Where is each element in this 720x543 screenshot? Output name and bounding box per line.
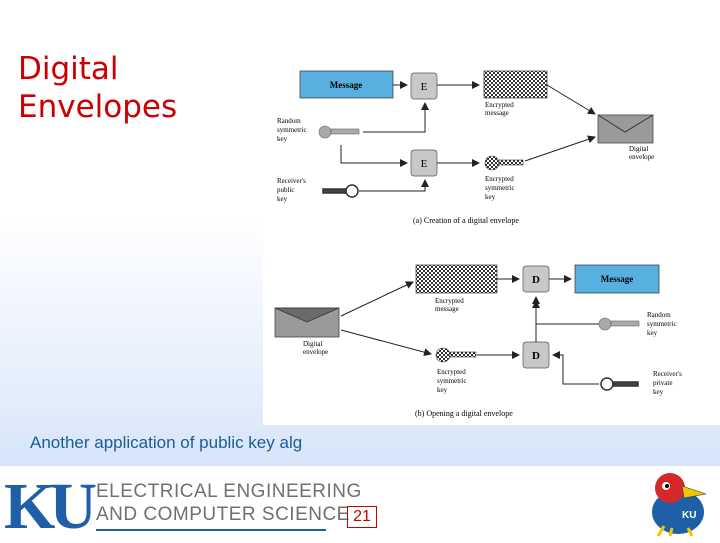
receiver-key-label-b: Receiver's private key (653, 370, 684, 396)
encrypted-key-label-b: Encrypted symmetric key (437, 368, 468, 394)
receiver-key-label-a: Receiver's public key (277, 177, 308, 203)
digital-envelope-label-a: Digital envelope (629, 145, 654, 161)
encrypt-label-1: E (421, 81, 428, 93)
random-key-label-a: Random symmetric key (277, 117, 308, 143)
footer: KU ELECTRICAL ENGINEERING AND COMPUTER S… (0, 466, 720, 540)
ku-logo: KU (4, 470, 97, 543)
key-icon-private-b (600, 377, 639, 391)
message-label-a: Message (330, 80, 363, 90)
encrypted-message-label-b: Encrypted message (435, 297, 466, 313)
caption-b: (b) Opening a digital envelope (415, 409, 513, 418)
decrypt-label-2: D (532, 350, 540, 362)
diagram-a: Message E Encrypted message Random symme… (277, 70, 654, 225)
encrypt-label-2: E (421, 158, 428, 170)
title-line-2: Envelopes (18, 89, 178, 125)
message-box-b (574, 264, 660, 294)
encrypted-message-box-a (483, 70, 548, 99)
page-number: 21 (347, 506, 377, 528)
svg-text:KU: KU (682, 510, 696, 521)
random-key-label-b: Random symmetric key (647, 311, 678, 337)
encrypted-message-box-b (415, 264, 498, 294)
key-icon-random-a (318, 125, 360, 139)
caption-a: (a) Creation of a digital envelope (413, 216, 519, 225)
title-line-1: Digital (18, 51, 119, 87)
slide-title: Digital Envelopes (18, 50, 177, 126)
key-icon-random-b (598, 317, 640, 331)
digital-envelope-label-b: Digital envelope (303, 340, 328, 356)
envelope-icon-b (274, 307, 340, 338)
slide-caption: Another application of public key alg (30, 433, 303, 452)
encrypt-box-1 (410, 72, 438, 100)
envelope-icon-a (597, 114, 654, 144)
diagram-b: Encrypted message D Message Digital enve… (274, 264, 684, 418)
decrypt-label-1: D (532, 274, 540, 286)
encrypted-message-label-a: Encrypted message (485, 101, 516, 117)
key-icon-encrypted-a (484, 155, 524, 171)
department-underline (96, 529, 326, 531)
key-icon-encrypted-b (435, 347, 477, 363)
message-label-b: Message (601, 274, 634, 284)
department-line-1: ELECTRICAL ENGINEERING (96, 481, 362, 502)
department-line-2: AND COMPUTER SCIENCE (96, 504, 350, 525)
key-icon-public-a (322, 184, 359, 198)
message-box-a (299, 70, 394, 99)
jayhawk-mascot-icon: KU (652, 473, 707, 537)
digital-envelope-diagram: Message E Encrypted message Random symme… (263, 50, 720, 425)
encrypted-key-label-a: Encrypted symmetric key (485, 175, 516, 201)
